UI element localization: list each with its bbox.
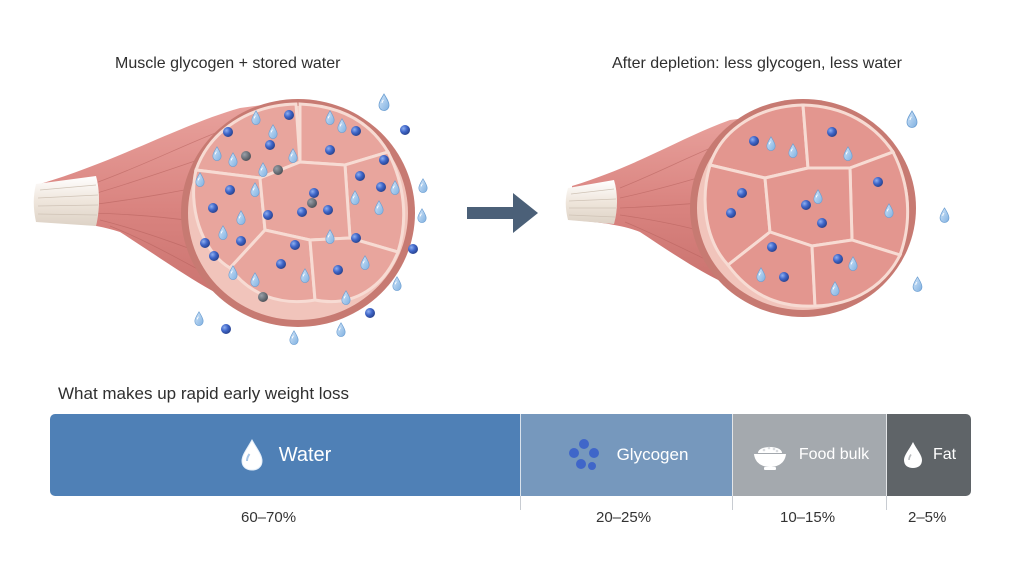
glycogen-percent: 20–25%	[596, 509, 652, 526]
food-bowl-icon	[753, 446, 786, 470]
tendon	[33, 176, 99, 226]
water-segment: Water	[50, 414, 520, 496]
right-panel-title: After depletion: less glycogen, less wat…	[612, 55, 902, 72]
left-panel-title: Muscle glycogen + stored water	[115, 55, 341, 72]
weight-loss-breakdown-bar: Water Glycogen Food bulk Fat	[50, 414, 971, 496]
glycogen-segment: Glycogen	[520, 414, 732, 496]
segment-divider	[732, 496, 733, 510]
water-drop-icon	[241, 438, 263, 471]
fat-drop-icon	[903, 442, 922, 468]
water-percent: 60–70%	[241, 509, 297, 526]
fat-percent: 2–5%	[908, 509, 947, 526]
segment-divider	[520, 496, 521, 510]
right-arrow-icon	[467, 193, 538, 233]
food-bulk-segment: Food bulk	[732, 414, 886, 496]
depleted-muscle	[565, 99, 950, 317]
food-bulk-label: Food bulk	[798, 446, 870, 463]
fat-label: Fat	[932, 446, 957, 463]
tendon	[565, 180, 617, 224]
full-muscle	[33, 93, 428, 345]
glycogen-label: Glycogen	[616, 445, 689, 464]
food-bulk-percent: 10–15%	[780, 509, 836, 526]
glycogen-molecules-icon	[568, 439, 599, 470]
segment-divider	[886, 496, 887, 510]
muscle-illustration	[33, 93, 950, 345]
fat-segment: Fat	[886, 414, 971, 496]
water-label: Water	[278, 443, 332, 466]
breakdown-heading: What makes up rapid early weight loss	[58, 384, 350, 403]
